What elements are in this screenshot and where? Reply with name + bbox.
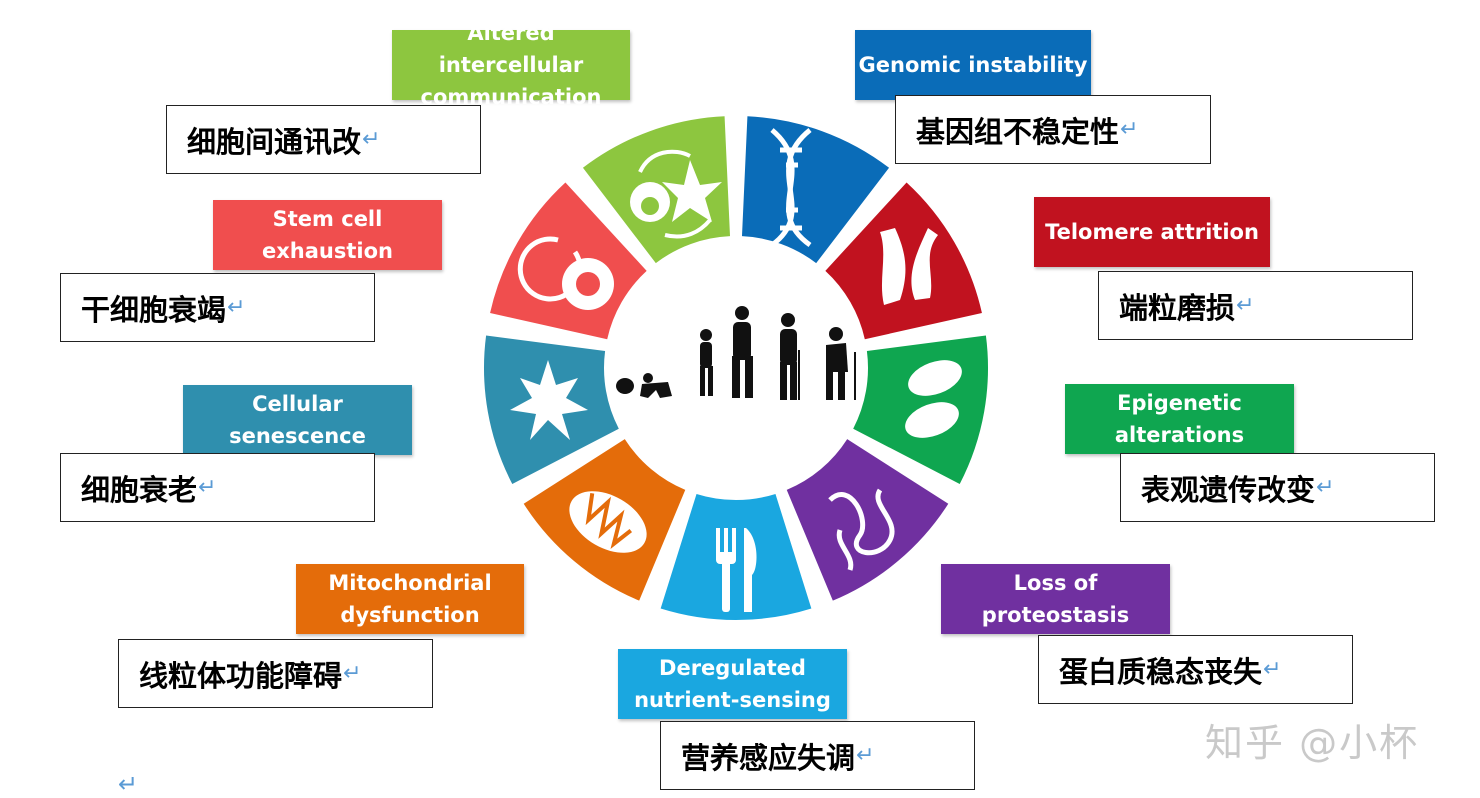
return-mark: ↵ (1120, 117, 1139, 142)
label-cn-text: 营养感应失调 (681, 740, 856, 775)
label-cn-stem-cell-exhaustion: 干细胞衰竭↵ (60, 273, 375, 342)
label-cn-epigenetic-alterations: 表观遗传改变↵ (1120, 453, 1435, 522)
return-mark: ↵ (856, 743, 875, 768)
dna-icon (770, 128, 812, 248)
return-mark: ↵ (1316, 475, 1335, 500)
label-en-epigenetic-alterations: Epigenetic alterations (1065, 384, 1294, 454)
label-en-mitochondrial-dysfunction: Mitochondrial dysfunction (296, 564, 524, 634)
label-en-telomere-attrition: Telomere attrition (1034, 197, 1270, 267)
watermark: 知乎 @小杯 (1205, 721, 1420, 765)
return-mark: ↵ (1263, 657, 1282, 682)
label-cn-text: 干细胞衰竭 (81, 292, 227, 327)
nucleosome-icon (905, 360, 962, 438)
human-life-stages-icon (616, 306, 856, 400)
label-cn-loss-of-proteostasis: 蛋白质稳态丧失↵ (1038, 635, 1353, 704)
label-en-cellular-senescence: Cellular senescence (183, 385, 412, 455)
label-cn-telomere-attrition: 端粒磨损↵ (1098, 271, 1413, 340)
label-cn-text: 细胞衰老 (81, 472, 198, 507)
label-en-deregulated-nutrient-sensing: Deregulated nutrient-sensing (618, 649, 847, 719)
label-en-altered-intercellular-communication: Altered intercellular communication (392, 21, 630, 109)
label-cn-deregulated-nutrient-sensing: 营养感应失调↵ (660, 721, 975, 790)
label-cn-cellular-senescence: 细胞衰老↵ (60, 453, 375, 522)
label-en-stem-cell-exhaustion: Stem cell exhaustion (213, 200, 442, 270)
leaf-icon (510, 360, 588, 440)
label-cn-text: 蛋白质稳态丧失 (1059, 654, 1263, 689)
return-mark: ↵ (343, 661, 362, 686)
return-mark: ↵ (227, 295, 246, 320)
trailing-return-mark: ↵ (118, 770, 139, 798)
mitochondrion-icon (569, 491, 647, 553)
label-cn-mitochondrial-dysfunction: 线粒体功能障碍↵ (118, 639, 433, 708)
cell-communication-icon (630, 149, 722, 239)
wheel-segment-5 (786, 439, 949, 601)
return-mark: ↵ (198, 475, 217, 500)
stem-cell-icon (517, 236, 614, 310)
label-cn-altered-intercellular-communication: 细胞间通讯改↵ (166, 105, 481, 174)
label-cn-genomic-instability: 基因组不稳定性↵ (895, 95, 1211, 164)
label-cn-text: 基因组不稳定性 (916, 114, 1120, 149)
wheel-segment-2 (741, 116, 890, 264)
chromosome-icon (880, 228, 938, 305)
label-cn-text: 细胞间通讯改 (187, 124, 362, 159)
return-mark: ↵ (362, 127, 381, 152)
label-cn-text: 线粒体功能障碍 (139, 658, 343, 693)
label-en-genomic-instability: Genomic instability (855, 30, 1091, 100)
label-en-loss-of-proteostasis: Loss of proteostasis (941, 564, 1170, 634)
protein-icon (828, 488, 895, 571)
label-cn-text: 端粒磨损 (1119, 290, 1236, 325)
fork-knife-icon (716, 528, 757, 612)
label-cn-text: 表观遗传改变 (1141, 472, 1316, 507)
return-mark: ↵ (1236, 293, 1255, 318)
